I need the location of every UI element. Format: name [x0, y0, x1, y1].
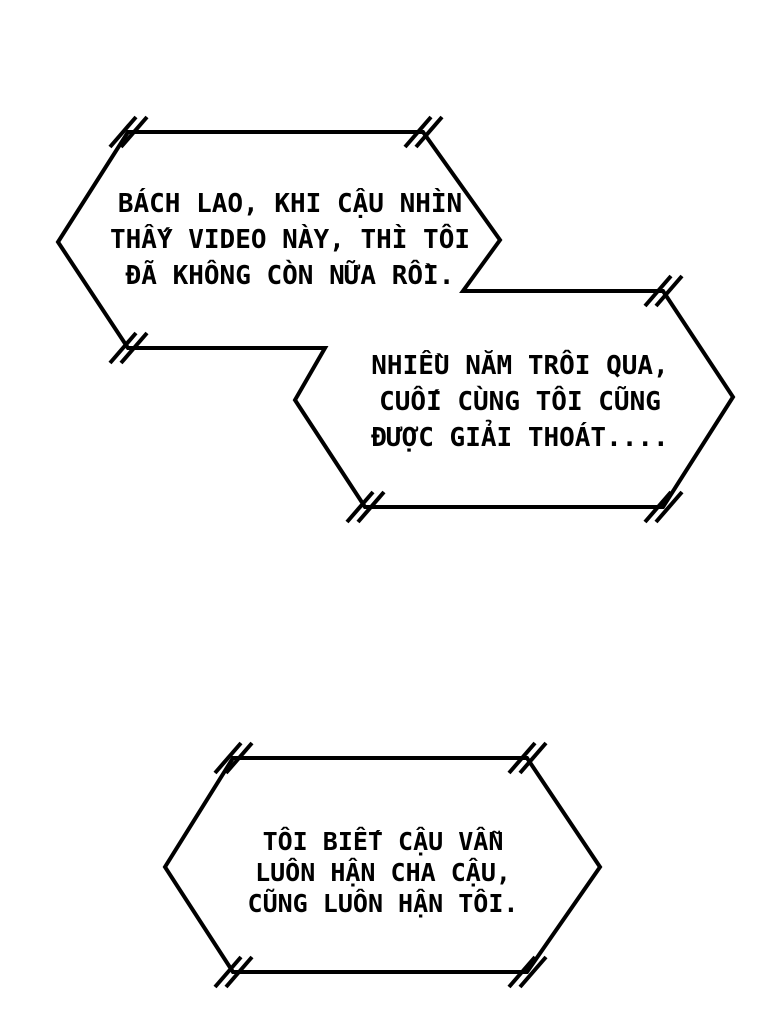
speech-bubble-3-text: TÔI BIẾT CẬU VẪN LUÔN HẬN CHA CẬU, CŨNG …	[183, 826, 583, 919]
speech-bubble-3-outline	[162, 756, 603, 974]
speech-text-line: ĐƯỢC GIẢI THOÁT....	[371, 423, 669, 453]
speech-text-line: THẤY VIDEO NÀY, THÌ TÔI	[109, 225, 471, 255]
speech-bubble-1-2-outline	[55, 130, 736, 509]
speech-text-line: CUỐI CÙNG TÔI CŨNG	[379, 387, 661, 417]
speech-text-line: TÔI BIẾT CẬU VẪN	[262, 827, 504, 856]
corner-tick-marks	[108, 115, 684, 989]
speech-text-line: NHIỀU NĂM TRÔI QUA,	[371, 351, 669, 381]
speech-text-line: CŨNG LUÔN HẬN TÔI.	[247, 889, 519, 918]
speech-text-line: ĐÃ KHÔNG CÒN NỮA RỒI.	[125, 261, 455, 291]
speech-text-line: LUÔN HẬN CHA CẬU,	[255, 858, 511, 887]
speech-bubble-2-text: NHIỀU NĂM TRÔI QUA, CUỐI CÙNG TÔI CŨNG Đ…	[320, 348, 720, 456]
speech-bubble-1-text: BÁCH LAO, KHI CẬU NHÌN THẤY VIDEO NÀY, T…	[90, 186, 490, 294]
speech-text-line: BÁCH LAO, KHI CẬU NHÌN	[117, 189, 463, 219]
